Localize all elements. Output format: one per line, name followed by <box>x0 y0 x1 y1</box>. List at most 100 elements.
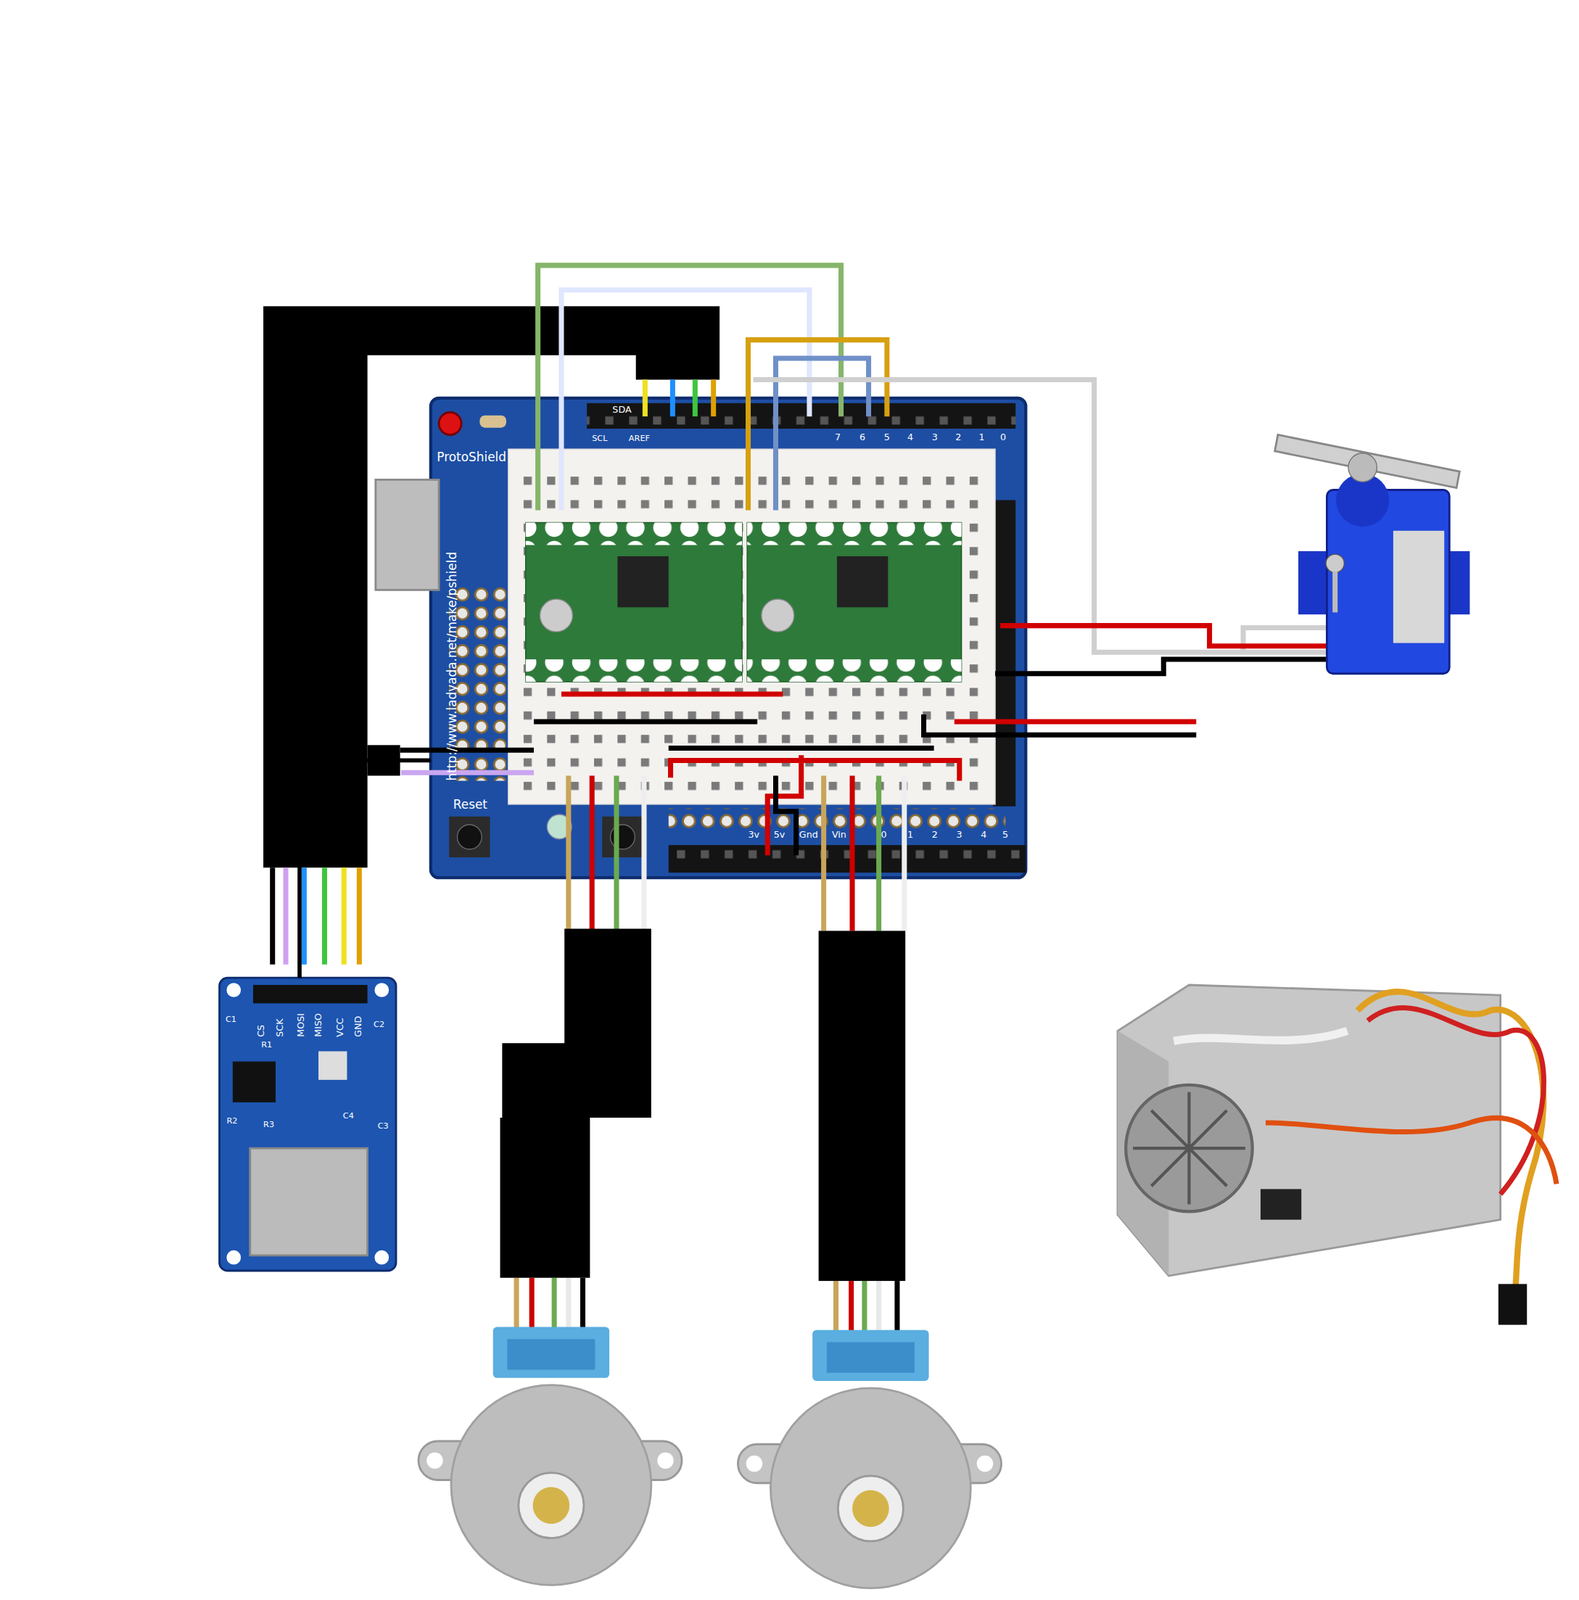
servo-label <box>1393 530 1445 644</box>
driver-chip <box>617 556 669 608</box>
driver-pins <box>525 659 742 682</box>
motor-shaft <box>852 1490 890 1528</box>
cable-bundle <box>263 306 720 868</box>
led <box>438 412 462 436</box>
wires <box>272 265 1366 1333</box>
pin-label: R2 <box>226 1117 238 1126</box>
wire <box>561 691 783 697</box>
stepper-driver <box>747 522 962 683</box>
wire <box>668 745 935 751</box>
pin-label: 0 <box>1000 433 1007 443</box>
psu-wires <box>1357 991 1544 1317</box>
push-button <box>602 816 643 858</box>
motor-cap-inner <box>506 1338 595 1370</box>
side-header <box>992 500 1016 807</box>
pin-label: SCK <box>275 1019 286 1038</box>
servo-hub <box>1348 453 1377 482</box>
pin-label: 3v <box>748 830 761 840</box>
wire <box>356 867 362 965</box>
wire <box>580 1277 586 1329</box>
psu-wires <box>1367 1008 1545 1195</box>
pin-label: R3 <box>263 1120 275 1129</box>
wire <box>861 1280 867 1332</box>
pin-label: VCC <box>335 1017 346 1037</box>
motor-hub <box>837 1476 904 1542</box>
wire <box>589 776 595 932</box>
driver-chip <box>837 556 888 608</box>
wire <box>670 760 960 781</box>
reset-button-cap <box>456 824 482 850</box>
driver-pins <box>525 522 742 546</box>
motor-body <box>451 1385 652 1586</box>
pin-label: 5 <box>1002 830 1009 840</box>
mount-hole <box>226 982 241 998</box>
servo-screw <box>1325 554 1344 573</box>
wire <box>401 770 534 776</box>
sd-chip <box>232 1061 276 1103</box>
wire <box>400 747 534 753</box>
stepper-motor <box>418 1326 682 1585</box>
pin-label: 3 <box>956 830 963 840</box>
shield-board <box>430 398 1026 878</box>
driver-pins <box>747 659 962 682</box>
wire <box>613 776 619 932</box>
driver-pins <box>747 522 962 546</box>
sd-header <box>253 984 368 1004</box>
wire <box>753 379 1338 653</box>
pin-label: MISO <box>314 1013 324 1038</box>
top-header <box>586 403 1016 429</box>
wire <box>341 867 347 965</box>
mount-hole <box>226 1250 241 1265</box>
pin-label: GND <box>353 1016 364 1038</box>
board-name: ProtoShield <box>436 451 507 464</box>
wire <box>269 867 275 965</box>
mount-hole <box>657 1452 674 1470</box>
wire <box>876 776 882 932</box>
wire <box>538 265 842 511</box>
wire <box>565 776 571 932</box>
arduino-shield: ProtoShield http://www.ladyada.net/make/p… <box>430 398 1026 878</box>
wire <box>551 1277 558 1329</box>
wire <box>821 776 827 932</box>
psu-fan <box>1125 1085 1252 1212</box>
psu-wires <box>1265 1118 1557 1185</box>
wire <box>748 340 888 511</box>
cable-connector <box>299 760 431 978</box>
pin-label: SDA <box>612 405 632 415</box>
wire <box>901 776 907 932</box>
wire <box>767 755 801 856</box>
servo-horn <box>1275 434 1461 488</box>
pin-label: 4 <box>907 433 914 443</box>
cable-bundle <box>818 930 906 1281</box>
motor-cap-inner <box>826 1342 915 1374</box>
mount-hole <box>426 1452 444 1470</box>
board-url: http://www.ladyada.net/make/pshield <box>446 551 459 782</box>
pin-label: 7 <box>834 433 841 443</box>
wire <box>641 776 647 932</box>
power-supply <box>1117 984 1557 1326</box>
wire <box>565 1277 571 1329</box>
wire <box>533 718 758 724</box>
wire <box>776 776 797 856</box>
potentiometer <box>539 599 573 632</box>
wire <box>561 290 810 511</box>
pin-label: 6 <box>859 433 866 443</box>
pin-label: 3 <box>932 433 938 443</box>
pin-label: SCL <box>591 434 608 443</box>
wire <box>924 714 1197 735</box>
pin-label: 2 <box>955 433 962 443</box>
servo <box>1275 434 1471 674</box>
regulator <box>318 1050 347 1080</box>
wire <box>894 1280 900 1332</box>
pin-label: R1 <box>261 1040 272 1049</box>
wire <box>670 379 676 417</box>
breadboard <box>508 448 996 805</box>
pin-label: MOSI <box>297 1013 307 1038</box>
breadboard-holes <box>518 464 988 796</box>
wire <box>850 776 856 932</box>
bottom-header <box>668 844 1027 873</box>
pin-label: 5 <box>884 433 890 443</box>
psu-connector <box>1498 1283 1527 1325</box>
